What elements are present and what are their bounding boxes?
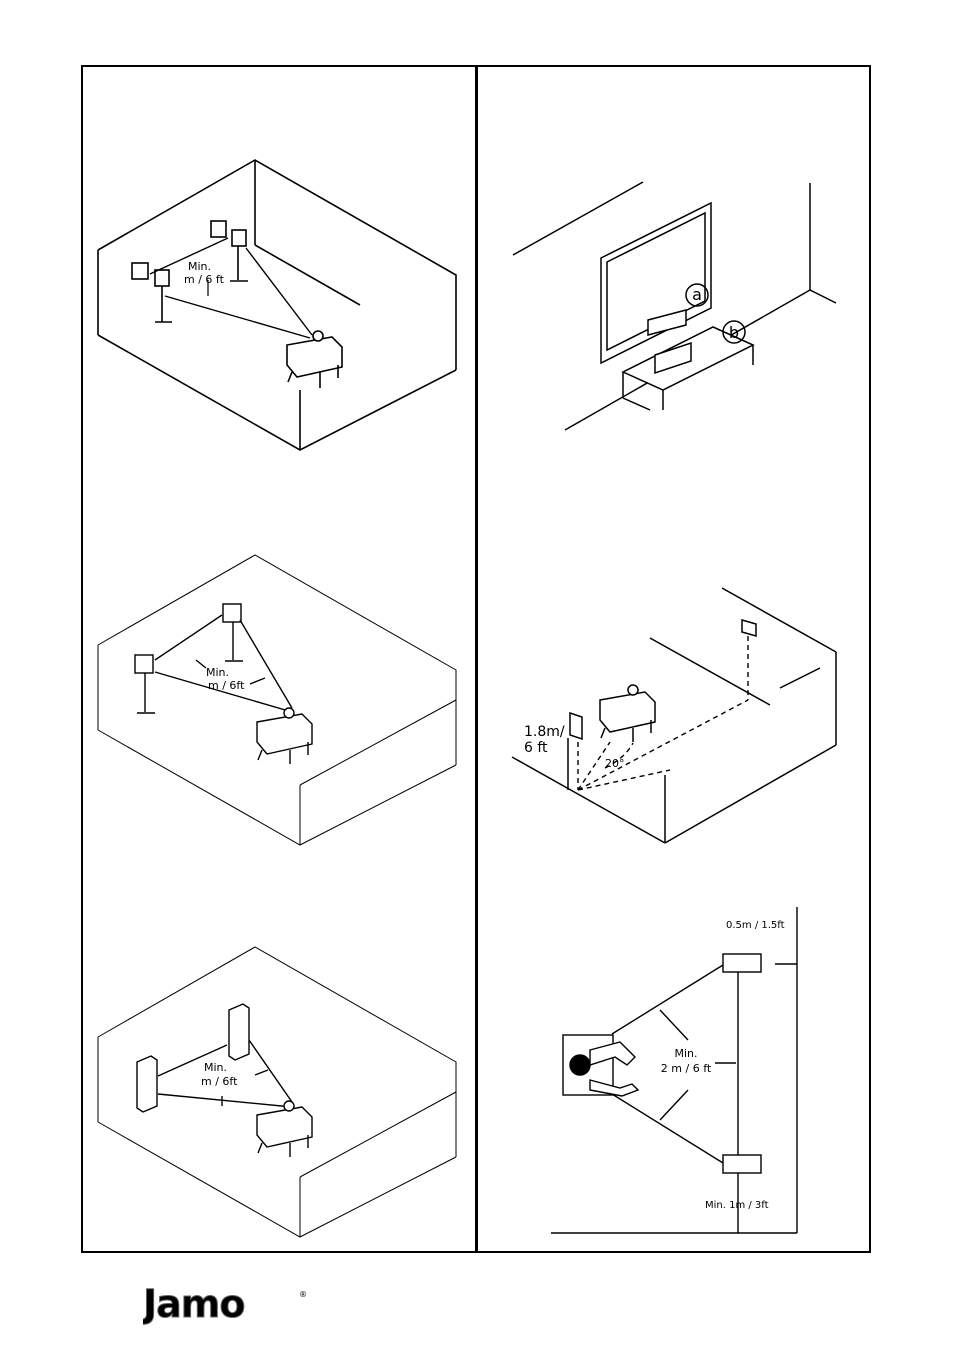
logo-registered: ®	[299, 1290, 307, 1299]
top-dist-label: 2 m / 6 ft	[661, 1062, 712, 1075]
side-wall-label: 0.5m / 1.5ft	[726, 920, 785, 931]
top-min-label: Min.	[674, 1047, 697, 1060]
back-wall-label: Min. 1m / 3ft	[705, 1200, 769, 1211]
jamo-logo: Jamo ®	[143, 1285, 313, 1325]
logo-wordmark: Jamo	[143, 1285, 244, 1325]
